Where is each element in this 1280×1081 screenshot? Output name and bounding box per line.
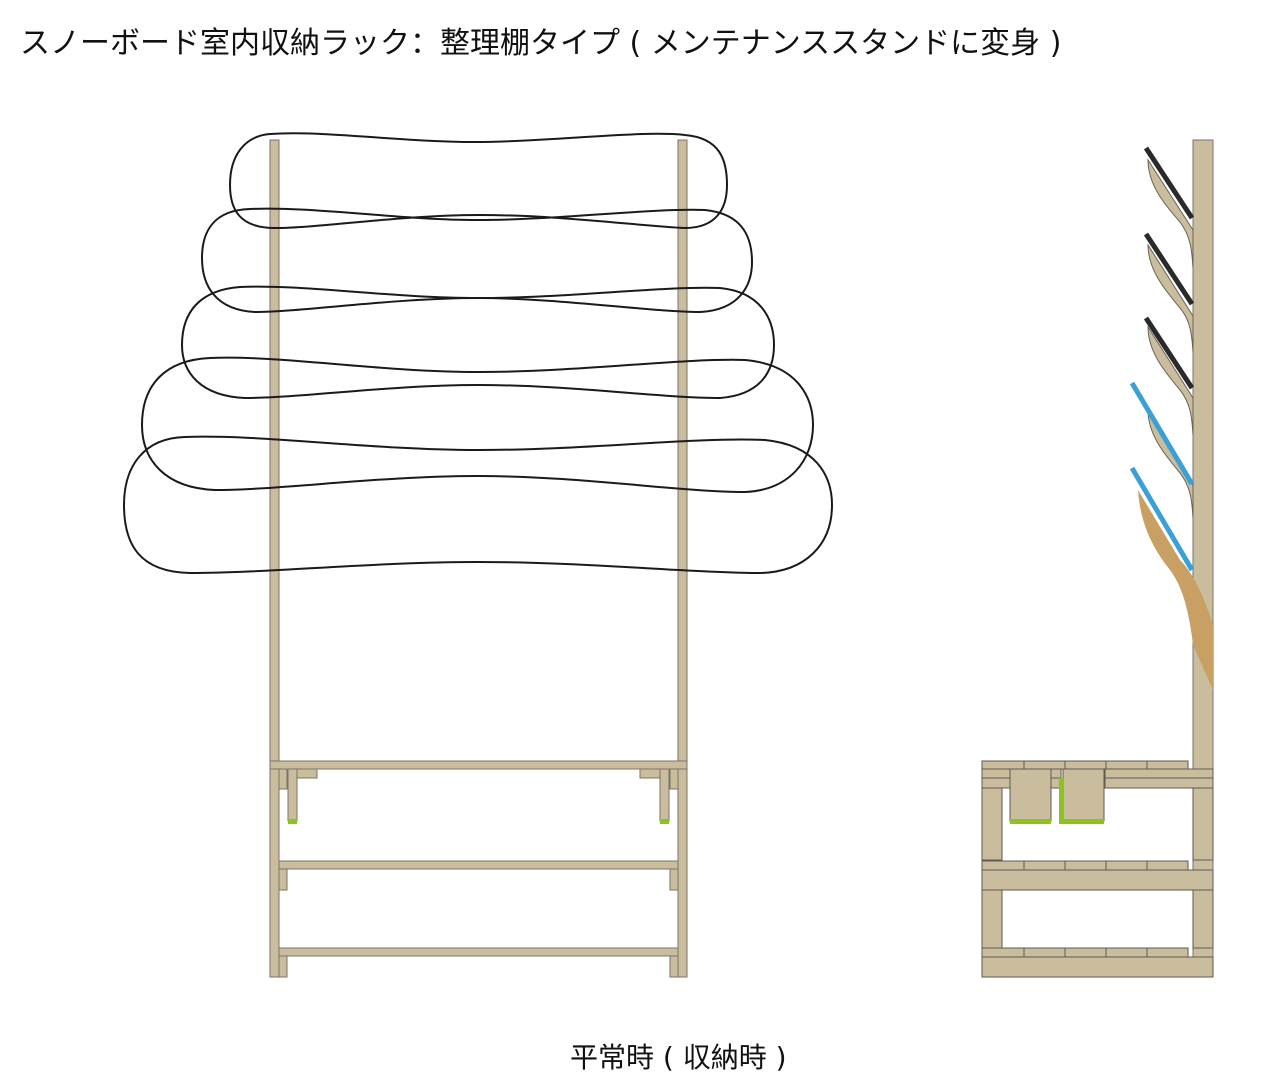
stand-arm (1138, 490, 1213, 690)
front-view (269, 139, 688, 978)
black-board-3 (1143, 316, 1195, 390)
diagram-title: スノーボード室内収納ラック：整理棚タイプ ( メンテナンススタンドに変身 ) (20, 26, 1062, 61)
left-rubber-pad (288, 819, 297, 824)
blue-board-1 (1129, 381, 1195, 486)
side-pad-right (1060, 819, 1104, 824)
bottom-left-cleat (278, 955, 288, 978)
folded-leg-left (1009, 768, 1052, 822)
top-shelf (269, 760, 688, 770)
snowboard-5 (122, 435, 834, 575)
snowboard-3 (180, 285, 776, 400)
side-shelf-frame (981, 760, 1214, 978)
left-fold-leg (287, 768, 298, 822)
side-pad-left (1010, 819, 1051, 824)
left-bracket (296, 768, 318, 779)
side-view (981, 139, 1214, 978)
snowboard-2 (200, 207, 754, 314)
snowboards-side (1129, 146, 1195, 572)
snowboard-4 (140, 356, 815, 494)
right-cleat (669, 768, 679, 790)
right-rubber-pad (660, 819, 669, 824)
side-pad-right-vertical (1059, 778, 1064, 824)
black-board-1 (1143, 146, 1195, 220)
board-hangers (1147, 158, 1194, 519)
left-upright (269, 139, 280, 978)
middle-left-cleat (278, 868, 288, 891)
middle-right-cleat (669, 868, 679, 891)
folded-leg-right (1062, 768, 1105, 822)
middle-shelf (278, 860, 679, 870)
left-cleat (278, 768, 288, 790)
bottom-right-cleat (669, 955, 679, 978)
right-fold-leg (659, 768, 670, 822)
snowboards-front (122, 132, 834, 575)
snowboard-1 (228, 132, 729, 230)
black-board-2 (1143, 232, 1195, 306)
view-caption: 平常時 ( 収納時 ) (570, 1041, 787, 1074)
blue-board-2 (1129, 466, 1195, 572)
bottom-shelf (278, 947, 679, 957)
right-upright (677, 139, 688, 978)
right-bracket (639, 768, 661, 779)
